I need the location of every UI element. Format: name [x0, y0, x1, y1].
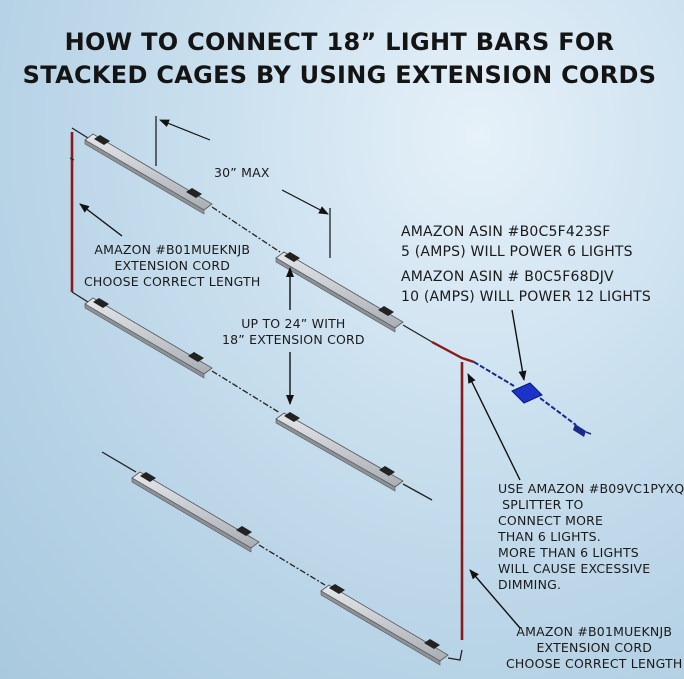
max-spacing-dimension — [155, 116, 331, 258]
wire-segment — [211, 370, 281, 414]
left-cord-line-1: AMAZON #B01MUEKNJB — [94, 242, 251, 257]
splitter-line-4: THAN 6 LIGHTS. — [498, 529, 601, 544]
wire-segment — [402, 483, 433, 501]
adapter-line-1: AMAZON ASIN #B0C5F423SF — [401, 224, 611, 240]
title-line-2: STACKED CAGES BY USING EXTENSION CORDS — [22, 61, 657, 89]
max-spacing-label: 30” MAX — [214, 165, 270, 181]
splitter-line-5: MORE THAN 6 LIGHTS — [498, 545, 639, 560]
power-brick-icon — [511, 382, 543, 404]
up-to-line-2: 18” EXTENSION CORD — [222, 332, 365, 347]
splitter-line-1: USE AMAZON #B09VC1PYXQ — [498, 481, 684, 496]
title-line-1: HOW TO CONNECT 18” LIGHT BARS FOR — [64, 28, 615, 56]
plug-icon — [573, 424, 586, 437]
wire-segment — [258, 544, 326, 586]
max-spacing-text: 30” MAX — [214, 165, 270, 180]
adapter-line-2: 5 (AMPS) WILL POWER 6 LIGHTS — [401, 244, 633, 260]
adapter-line-4: 10 (AMPS) WILL POWER 12 LIGHTS — [401, 289, 651, 305]
splitter-arrow — [467, 373, 521, 481]
wire-segment — [211, 206, 281, 253]
left-cord-label: AMAZON #B01MUEKNJB EXTENSION CORD CHOOSE… — [84, 242, 260, 290]
splitter-line-7: DIMMING. — [498, 577, 562, 592]
wire-segment — [402, 324, 433, 343]
splitter-line-3: CONNECT MORE — [498, 513, 604, 528]
light-bar — [320, 584, 449, 666]
up-to-label: UP TO 24” WITH 18” EXTENSION CORD — [222, 316, 365, 348]
light-bar — [84, 297, 213, 379]
light-row-2 — [84, 297, 433, 501]
splitter-cord — [431, 340, 475, 364]
splitter-line-6: WILL CAUSE EXCESSIVE — [498, 561, 651, 576]
light-bar — [131, 471, 260, 553]
right-cord-line-2: EXTENSION CORD — [536, 640, 653, 655]
wire-segment — [101, 451, 137, 473]
up-to-line-1: UP TO 24” WITH — [241, 316, 346, 331]
light-bar — [275, 251, 404, 333]
adapter-arrow — [511, 309, 527, 381]
diagram-title: HOW TO CONNECT 18” LIGHT BARS FOR STACKE… — [0, 26, 679, 92]
splitter-line-2: SPLITTER TO — [498, 497, 584, 512]
adapter-line-3: AMAZON ASIN # B0C5F68DJV — [401, 269, 614, 285]
right-cord-line-1: AMAZON #B01MUEKNJB — [516, 624, 673, 639]
light-row-1 — [71, 127, 433, 343]
wire-segment — [71, 127, 89, 139]
left-cord-arrow — [79, 203, 123, 237]
right-cord-line-3: CHOOSE CORRECT LENGTH — [506, 656, 683, 671]
wire-segment — [71, 291, 89, 303]
light-bar — [275, 412, 404, 492]
light-bar — [84, 133, 213, 215]
light-row-3 — [101, 451, 463, 666]
power-adapter — [473, 361, 592, 437]
right-cord-label: AMAZON #B01MUEKNJB EXTENSION CORD CHOOSE… — [506, 624, 682, 672]
left-cord-line-2: EXTENSION CORD — [114, 258, 231, 273]
adapter-label: AMAZON ASIN #B0C5F423SF 5 (AMPS) WILL PO… — [401, 222, 651, 307]
wire-segment — [447, 649, 463, 661]
left-cord-line-3: CHOOSE CORRECT LENGTH — [84, 274, 261, 289]
right-cord-arrow — [469, 569, 521, 629]
splitter-label: USE AMAZON #B09VC1PYXQ SPLITTER TO CONNE… — [498, 481, 684, 593]
